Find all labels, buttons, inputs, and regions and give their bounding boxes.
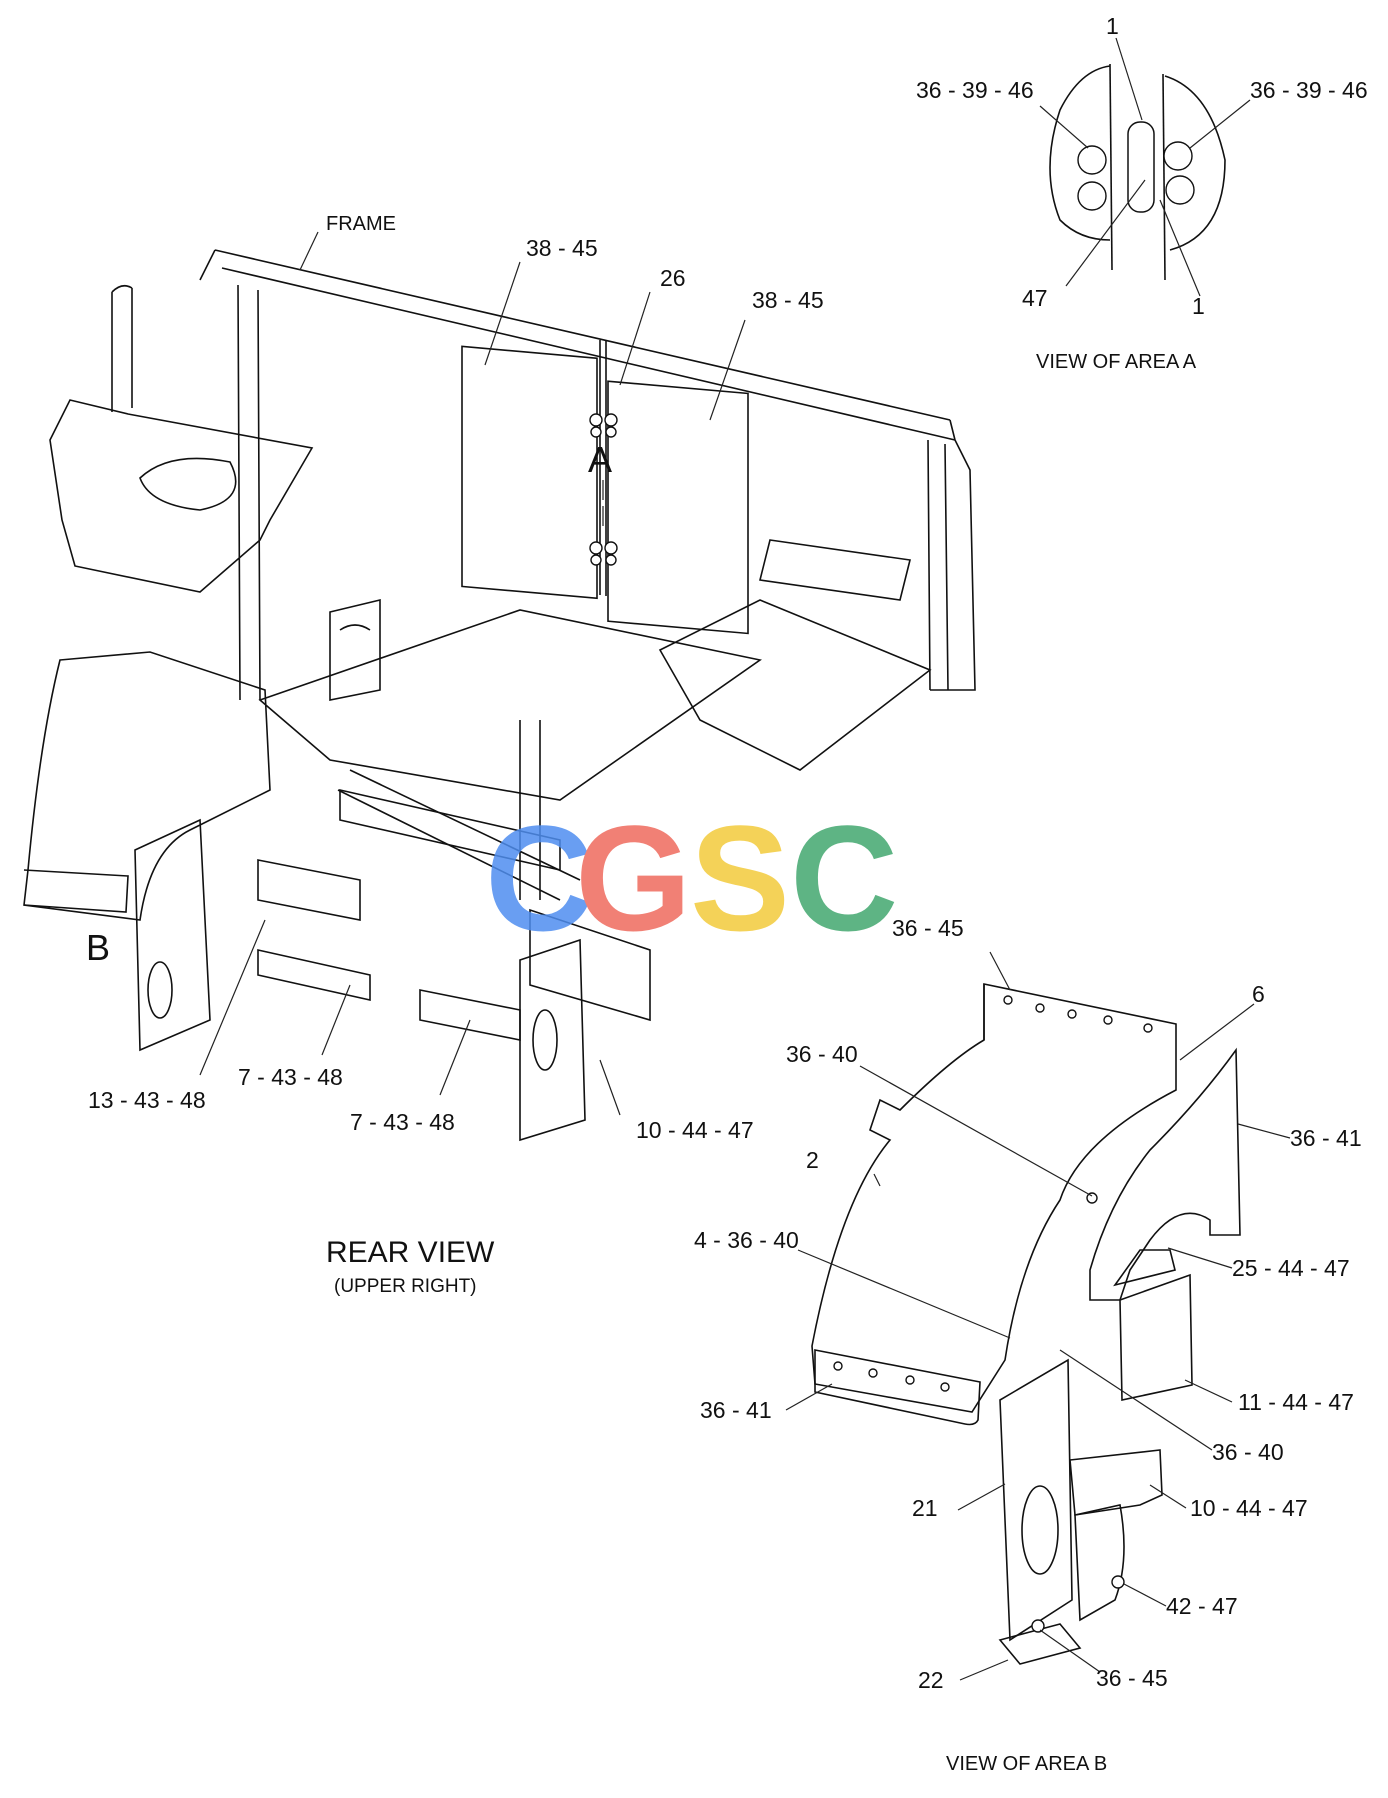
area-b-leaders <box>785 951 1291 1681</box>
area-a-left-rail <box>1109 63 1113 271</box>
area-a-callout-36-39-46-left: 36 - 39 - 46 <box>916 77 1034 103</box>
rear-view-subtitle: (UPPER RIGHT) <box>334 1276 477 1297</box>
area-b-callout-6: 6 <box>1252 981 1265 1007</box>
area-b-callout-10-44-47: 10 - 44 - 47 <box>1190 1495 1308 1521</box>
leg-21 <box>999 1358 1073 1642</box>
watermark-letter-c: C <box>485 794 593 962</box>
area-a-drawing <box>1039 37 1251 297</box>
watermark-letter-c2: C <box>790 794 898 962</box>
callout-10-44-47-rear: 10 - 44 - 47 <box>636 1117 754 1143</box>
watermark-letter-g: G <box>575 794 692 962</box>
area-b-callout-22: 22 <box>918 1667 944 1693</box>
area-b-callout-25-44-47: 25 - 44 - 47 <box>1232 1255 1350 1281</box>
callout-38-45-right: 38 - 45 <box>752 287 824 313</box>
plate-7a <box>257 949 371 1001</box>
fender-lip <box>814 1349 981 1426</box>
upper-channel <box>339 788 561 872</box>
area-b-callout-36-40-b: 36 - 40 <box>1212 1439 1284 1465</box>
callout-26: 26 <box>660 265 686 291</box>
area-a-callout-1-top: 1 <box>1106 13 1119 39</box>
area-b-callout-4-36-40: 4 - 36 - 40 <box>694 1227 799 1253</box>
rear-view-title: REAR VIEW <box>326 1236 495 1269</box>
left-leg <box>134 818 211 1052</box>
cgsc-watermark: C G S C <box>485 794 898 962</box>
plate-7b <box>419 989 521 1041</box>
bolt-42-47 <box>1111 1575 1125 1589</box>
area-a-right-bracket <box>1164 75 1226 251</box>
area-b-callout-2: 2 <box>806 1147 819 1173</box>
callout-7-43-48-b: 7 - 43 - 48 <box>350 1109 455 1135</box>
bracket-11 <box>1119 1273 1193 1401</box>
area-b-callout-36-45-bottom: 36 - 45 <box>1096 1665 1168 1691</box>
far-right-frame <box>948 439 976 691</box>
hinge-upper-icon <box>589 413 618 438</box>
area-b-callout-42-47: 42 - 47 <box>1166 1593 1238 1619</box>
area-b-callout-11-44-47: 11 - 44 - 47 <box>1238 1389 1354 1415</box>
area-a-left-bracket <box>1049 65 1111 241</box>
rear-view-drawing <box>23 249 976 1142</box>
area-b-drawing <box>811 983 1241 1665</box>
nut-upper-right <box>1163 141 1193 171</box>
bracket-10 <box>1069 1449 1163 1516</box>
area-a-caption: VIEW OF AREA A <box>1036 351 1197 373</box>
center-support-box <box>329 598 381 701</box>
callout-7-43-48-a: 7 - 43 - 48 <box>238 1064 343 1090</box>
hinge-barrel <box>1127 121 1155 213</box>
area-b-marker: B <box>86 927 110 968</box>
area-b-callout-36-40-a: 36 - 40 <box>786 1041 858 1067</box>
rear-view-leaders <box>199 231 746 1116</box>
right-fender-plate <box>529 908 651 1022</box>
right-panel <box>1089 1047 1241 1301</box>
plate-13 <box>257 859 361 921</box>
left-leg-hub <box>147 961 173 1019</box>
nut-upper-left <box>1077 145 1107 175</box>
floor-plate <box>258 609 762 801</box>
plate-cutout <box>139 457 237 511</box>
left-fender-lip <box>23 869 129 913</box>
leg-21-hub <box>1021 1485 1059 1575</box>
area-b-callout-21: 21 <box>912 1495 938 1521</box>
hinge-lower-icon <box>589 541 618 566</box>
right-floor-plate <box>658 599 932 771</box>
right-leg <box>519 938 586 1142</box>
main-frame-left-post <box>237 284 261 701</box>
area-a-right-rail <box>1162 73 1166 281</box>
area-a-callout-36-39-46-right: 36 - 39 - 46 <box>1250 77 1368 103</box>
callout-38-45-left: 38 - 45 <box>526 235 598 261</box>
main-frame-right-post <box>927 439 949 691</box>
right-leg-hub <box>532 1009 558 1071</box>
gusset <box>1074 1504 1125 1622</box>
watermark-letter-s: S <box>690 794 790 962</box>
area-a-callout-1-bottom: 1 <box>1192 293 1205 319</box>
area-b-callout-36-41-right: 36 - 41 <box>1290 1125 1362 1151</box>
area-a-callout-47: 47 <box>1022 285 1048 311</box>
nut-lower-left <box>1077 181 1107 211</box>
main-frame-top <box>199 249 956 441</box>
bracket-25 <box>1113 1249 1176 1287</box>
area-b-caption: VIEW OF AREA B <box>946 1753 1107 1775</box>
left-top-plate <box>49 399 314 593</box>
area-b-callout-36-45-top: 36 - 45 <box>892 915 964 941</box>
area-b-callout-36-41-left: 36 - 41 <box>700 1397 772 1423</box>
left-fender <box>23 651 271 921</box>
frame-label: FRAME <box>326 213 396 235</box>
area-a-marker: A <box>588 439 612 480</box>
left-cover-panel <box>461 345 598 600</box>
vertical-post <box>111 284 133 412</box>
nut-lower-right <box>1165 175 1195 205</box>
callout-13-43-48: 13 - 43 - 48 <box>88 1087 206 1113</box>
right-cover-panel <box>607 380 749 635</box>
right-bracket <box>759 539 911 601</box>
